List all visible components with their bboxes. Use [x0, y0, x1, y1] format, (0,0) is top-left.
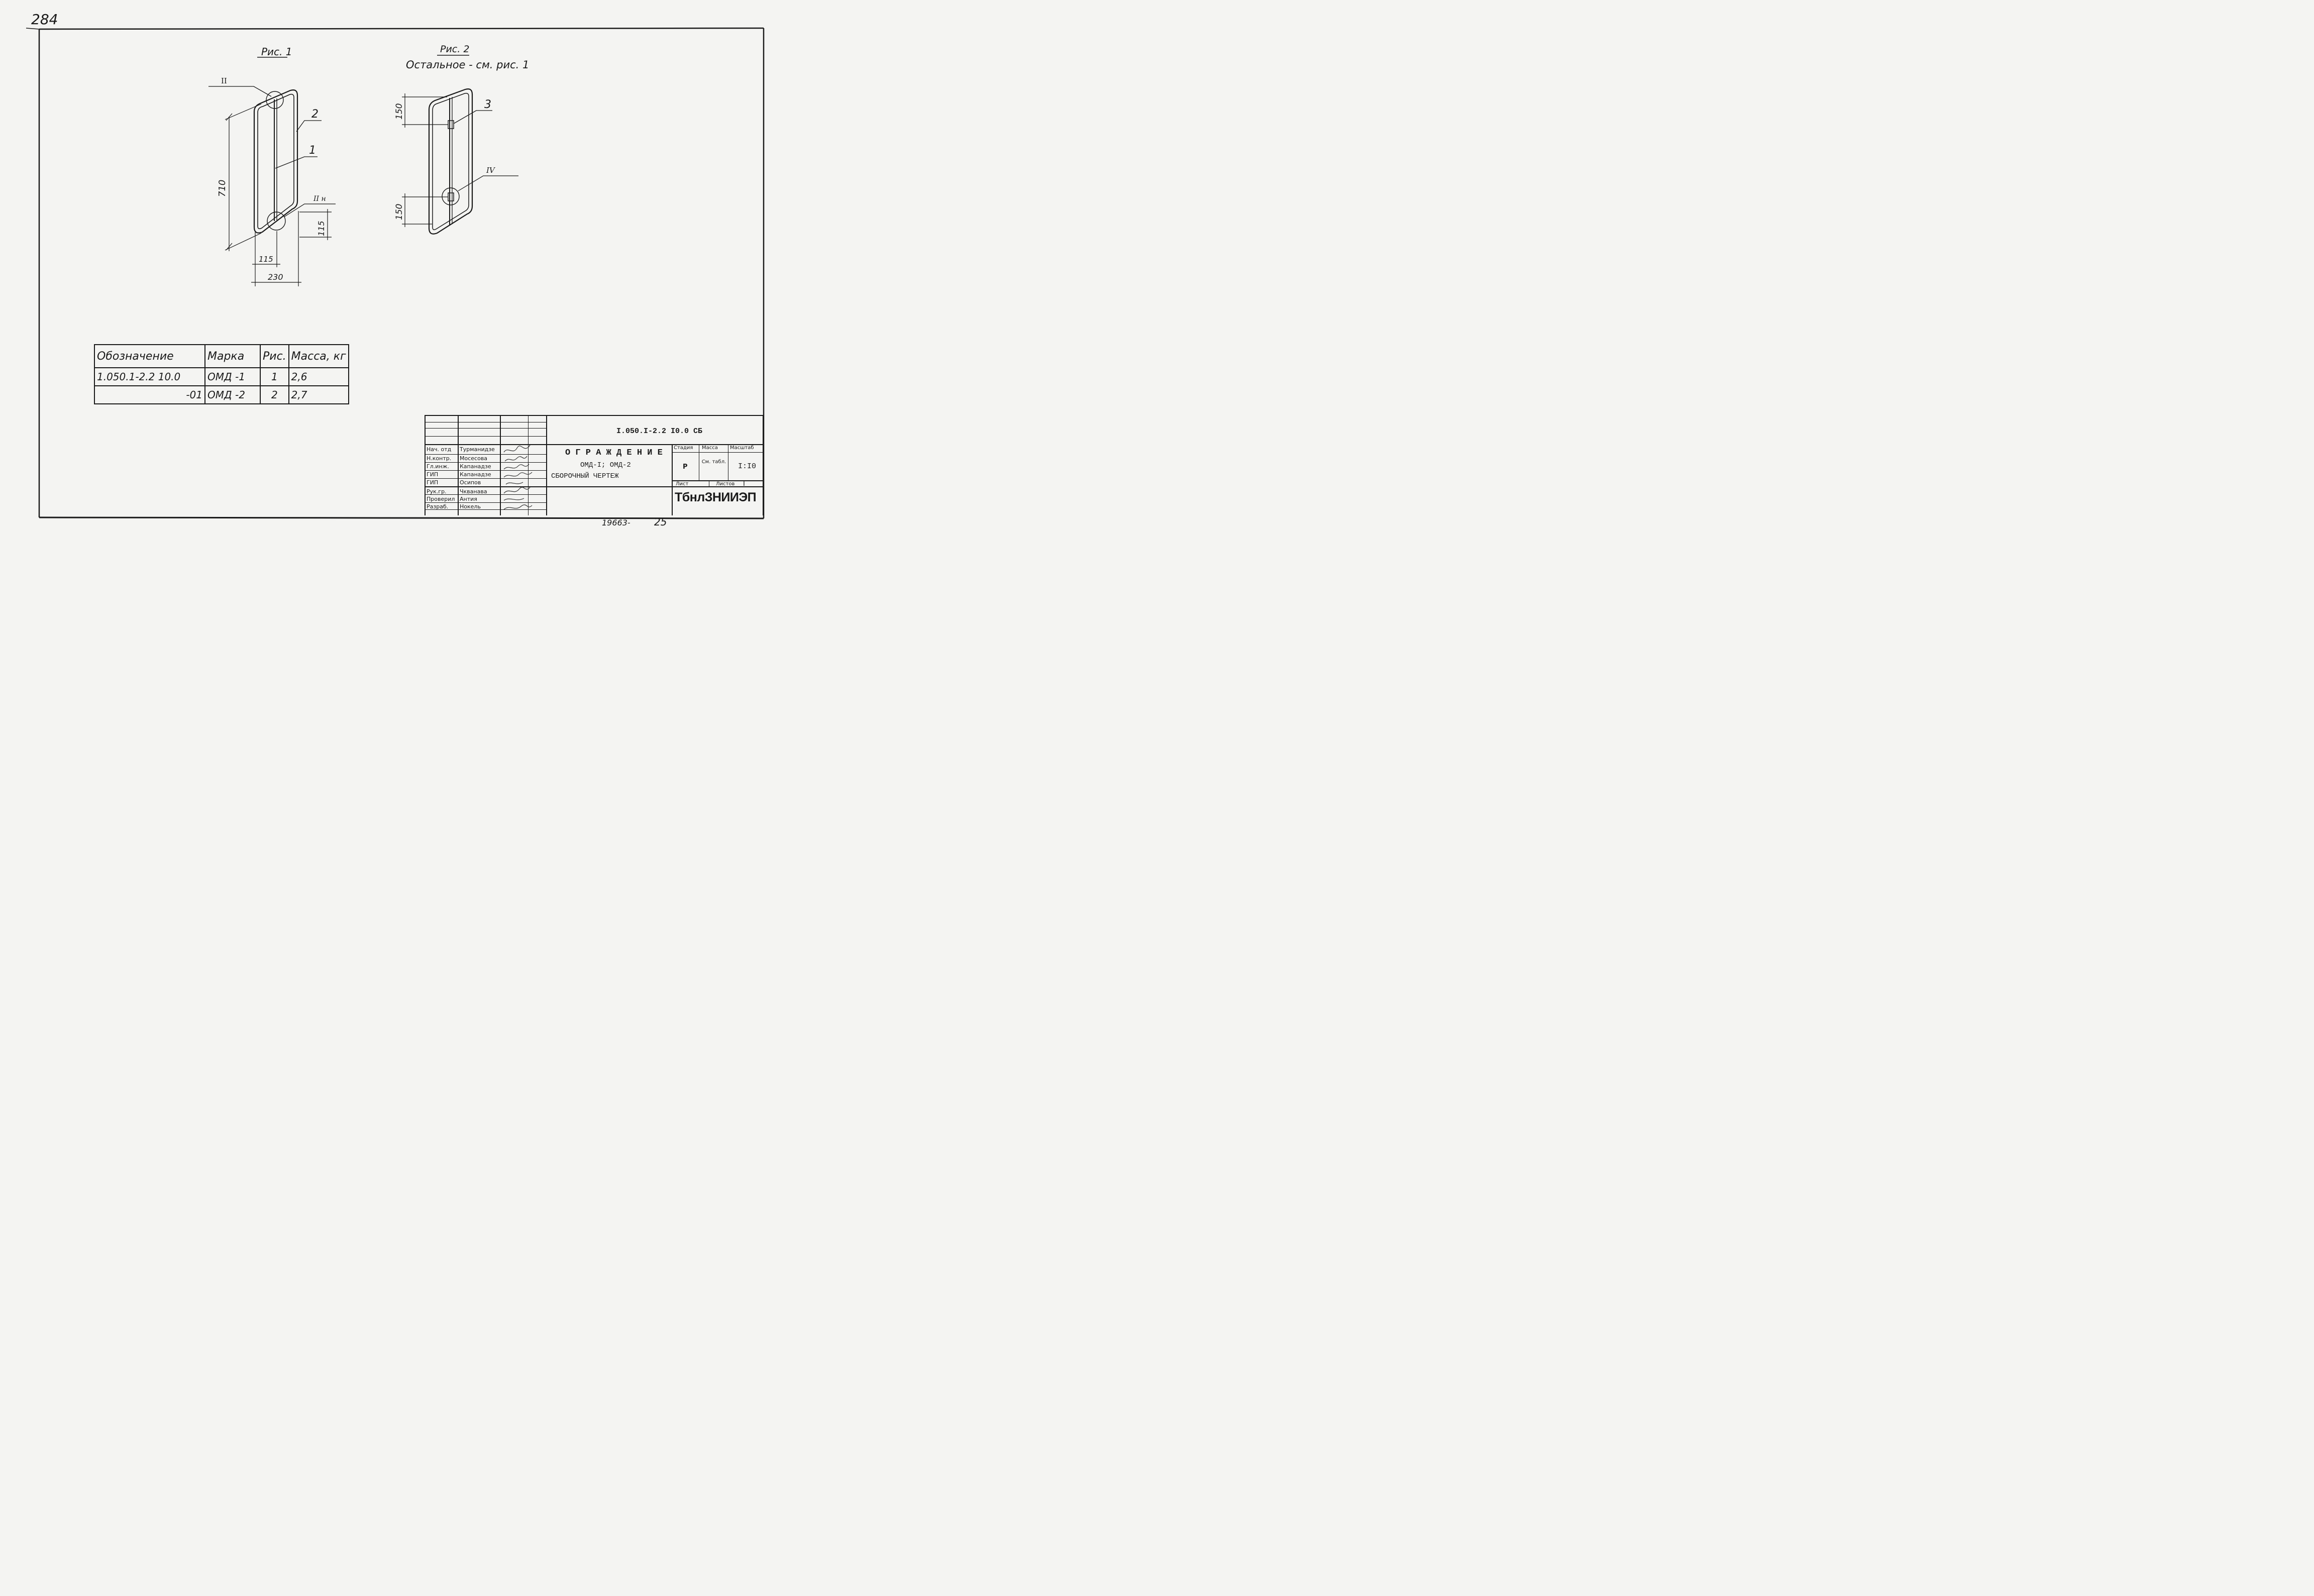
tb-scale-header: Масштаб	[730, 445, 754, 451]
tb-role: ГИП	[427, 479, 439, 486]
fig2-callout-3: 3	[484, 98, 491, 111]
fig2-frame-inner	[432, 92, 469, 231]
fig2-detail-circle	[442, 187, 460, 205]
tb-name: Чкванава	[460, 488, 487, 495]
table-row: 1.050.1-2.2 10.0 ОМД -1 1 2,6	[94, 367, 349, 386]
tb-name: Капанадзе	[460, 463, 491, 470]
tb-sheets-label: Листов	[716, 481, 735, 487]
fig1-frame-inner	[257, 93, 294, 230]
fig2-dim-150-bottom	[402, 193, 448, 227]
tb-name: Мосесова	[460, 455, 488, 462]
fig1-detail-circle-bottom	[267, 211, 286, 231]
tb-scale: I:I0	[738, 462, 757, 471]
spec-header-mass: Масса, кг	[288, 344, 349, 368]
spec-cell-mark: ОМД -1	[204, 367, 261, 386]
spec-cell-designation: -01	[94, 385, 205, 404]
fig1-dim-115v-label: 115	[317, 221, 326, 236]
spec-header-row: Обозначение Марка Рис. Масса, кг	[94, 344, 349, 368]
tb-role: Гл.инж.	[427, 463, 449, 470]
fig2-dim-150-top	[402, 93, 448, 128]
fig1-dim-710-label: 710	[217, 180, 228, 197]
spec-header-mark: Марка	[204, 344, 261, 368]
fig1-dim-115-vertical	[299, 209, 332, 240]
drawing-sheet: 284 Рис. 1 II 2 1 II н	[26, 11, 765, 528]
fig1-dim-115h-label: 115	[259, 255, 273, 264]
fig2-title: Рис. 2	[440, 44, 469, 55]
footer-page-number: 25	[654, 516, 667, 528]
tb-role: Проверил	[427, 496, 455, 502]
spec-header-designation: Обозначение	[94, 344, 205, 368]
title-block: I.050.I-2.2 I0.0 СБ Нач. отд Турманидзе …	[425, 415, 764, 515]
tb-title-line3: СБОРОЧНЫЙ ЧЕРТЕЖ	[551, 472, 619, 480]
fig2-dim-150-top-label: 150	[394, 103, 404, 120]
figure-2: Рис. 2 Остальное - см. рис. 1 3 IV 150	[394, 44, 529, 235]
spec-header-figure: Рис.	[260, 344, 289, 368]
fig2-frame-outer	[428, 88, 473, 235]
tb-sheets-count: I	[743, 480, 745, 488]
tb-title-line2: ОМД-I; ОМД-2	[580, 461, 631, 469]
tb-role: Нач. отд	[427, 446, 452, 453]
sheet-frame	[26, 27, 765, 519]
fig1-dim-710	[225, 103, 262, 251]
tb-stage-header: Стадия	[674, 445, 693, 451]
figure-1: Рис. 1 II 2 1 II н 710	[208, 46, 336, 286]
tb-name: Осипов	[460, 479, 481, 486]
fig2-leaders	[453, 110, 518, 191]
fig1-detail-circle-top	[266, 91, 284, 109]
tb-sheet-label: Лист	[676, 481, 689, 487]
spec-cell-mass: 2,6	[288, 367, 349, 386]
tb-mass-header: Масса	[702, 445, 718, 451]
spec-cell-mark: ОМД -2	[204, 385, 261, 404]
tb-name: Турманидзе	[460, 446, 495, 453]
table-row: -01 ОМД -2 2 2,7	[94, 385, 349, 404]
tb-signatures	[503, 445, 533, 510]
tb-name: Капанадзе	[460, 471, 491, 478]
tb-role: Разраб.	[427, 503, 449, 510]
fig1-title: Рис. 1	[261, 46, 292, 58]
fig1-leaders	[208, 86, 336, 218]
fig2-callout-IV: IV	[486, 166, 496, 175]
tb-role: Рук.гр.	[427, 488, 447, 495]
tb-name: Антия	[460, 496, 477, 502]
tb-stage: Р	[683, 463, 688, 471]
corner-mark: 284	[31, 11, 58, 28]
tb-title-line1: О Г Р А Ж Д Е Н И Е	[565, 448, 663, 458]
tb-organization: ТбнлЗНИИЭП	[675, 490, 757, 504]
footer-inventory-number: 19663-	[602, 518, 630, 527]
fig1-frame-outer	[253, 89, 298, 234]
tb-role: ГИП	[427, 471, 439, 478]
fig2-subtitle: Остальное - см. рис. 1	[406, 59, 529, 71]
fig1-callout-2: 2	[311, 108, 319, 121]
fig2-plate-top	[448, 120, 454, 129]
fig1-callout-II: II	[221, 76, 227, 85]
fig1-callout-IIn: II н	[313, 195, 326, 203]
tb-mass-value: См. табл.	[701, 459, 726, 465]
fig1-callout-1: 1	[309, 144, 316, 157]
spec-cell-figure: 1	[260, 367, 289, 386]
tb-name: Нокель	[460, 503, 481, 510]
tb-doc-code: I.050.I-2.2 I0.0 СБ	[616, 427, 703, 436]
fig2-plate-bottom	[448, 192, 454, 201]
spec-cell-figure: 2	[260, 385, 289, 404]
tb-role: Н.контр.	[427, 455, 452, 462]
spec-cell-designation: 1.050.1-2.2 10.0	[94, 367, 205, 386]
fig2-dim-150-bottom-label: 150	[394, 204, 404, 220]
spec-cell-mass: 2,7	[288, 385, 349, 404]
fig1-dim-bottom	[251, 211, 301, 286]
fig1-dim-230-label: 230	[268, 272, 283, 282]
specification-table: Обозначение Марка Рис. Масса, кг 1.050.1…	[94, 344, 349, 404]
